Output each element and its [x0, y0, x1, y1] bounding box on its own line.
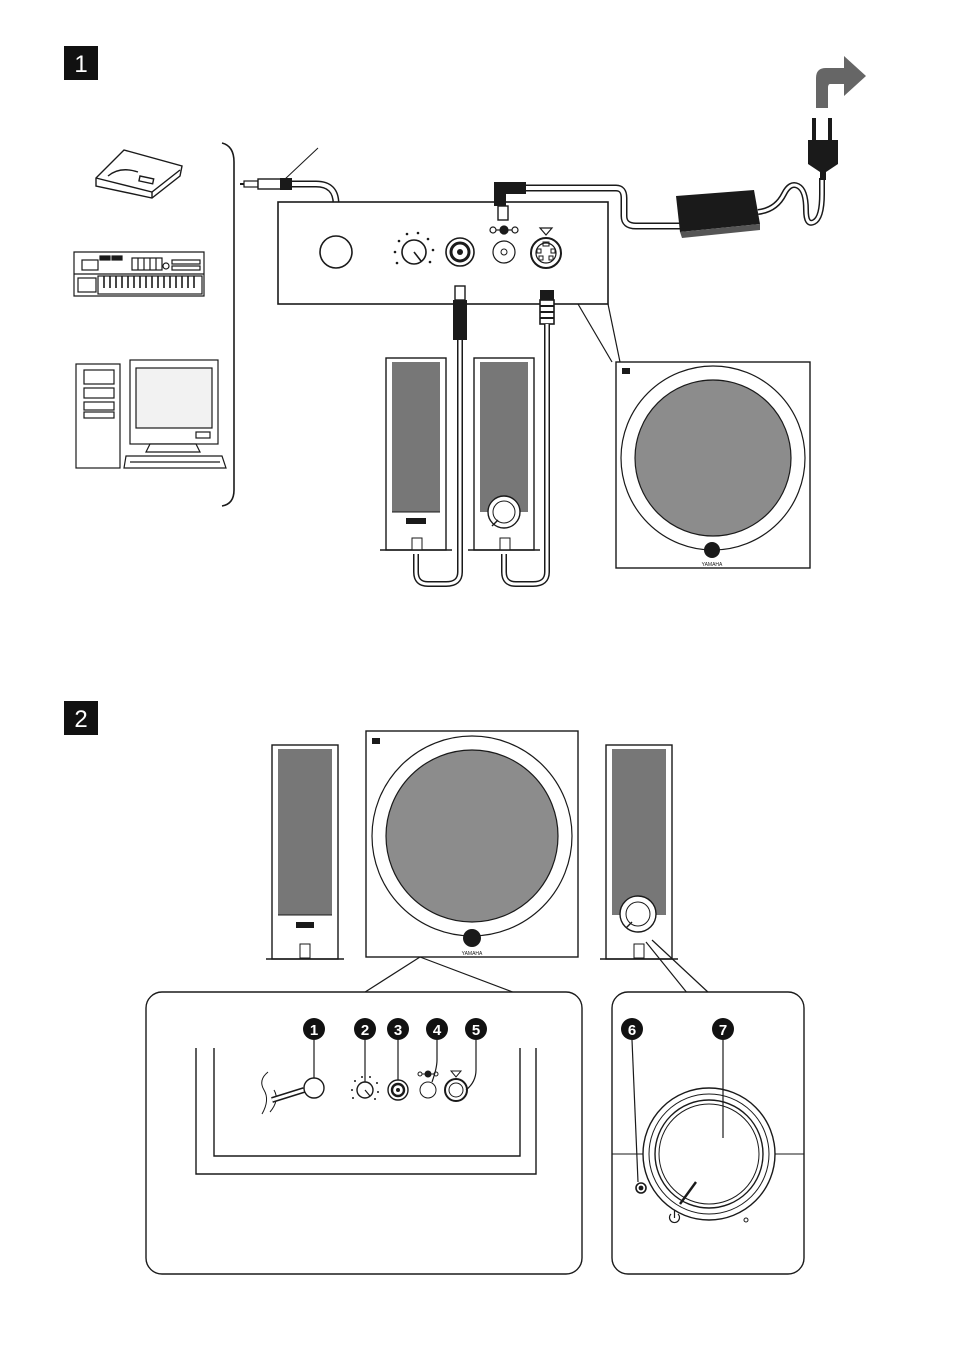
callout-6: 6 — [621, 1018, 643, 1040]
callout-2: 2 — [354, 1018, 376, 1040]
satellite-speaker-left — [266, 745, 344, 959]
svg-text:6: 6 — [628, 1022, 636, 1039]
yamaha-emblem-icon — [463, 929, 481, 947]
svg-text:5: 5 — [472, 1022, 480, 1039]
brand-logo: YAMAHA — [702, 562, 723, 568]
subwoofer-front: YAMAHA — [616, 362, 810, 568]
satellite-output-jack — [388, 1080, 408, 1100]
svg-text:3: 3 — [394, 1022, 402, 1039]
arrow-up-right-icon — [816, 56, 866, 108]
yamaha-emblem-icon — [704, 542, 720, 558]
keyboard-synth-icon — [74, 252, 204, 296]
section-1: 1 — [64, 46, 98, 80]
logo-mark — [622, 368, 630, 374]
brand-logo: YAMAHA — [462, 951, 483, 957]
satellite-speaker-left — [380, 358, 452, 550]
svg-text:2: 2 — [361, 1022, 369, 1039]
md-player-icon — [96, 150, 182, 198]
desktop-computer-icon — [76, 360, 226, 468]
subwoofer-front: YAMAHA — [362, 731, 578, 994]
source-bracket — [222, 143, 234, 506]
callout-3: 3 — [387, 1018, 409, 1040]
satellite-output-jack — [446, 238, 474, 266]
input-cable-grommet — [320, 236, 352, 268]
power-adapter-icon — [676, 178, 822, 238]
section-number: 1 — [74, 51, 87, 78]
volume-knob-detail: 6 7 — [612, 992, 804, 1274]
section-2: 2 — [64, 701, 98, 735]
callout-4: 4 — [426, 1018, 448, 1040]
callout-1: 1 — [303, 1018, 325, 1040]
satellite-speaker-right — [468, 358, 540, 550]
satellite-speaker-right — [600, 745, 710, 994]
logo-mark — [372, 738, 380, 744]
rear-panel-detail: 1 2 3 4 5 — [146, 992, 582, 1274]
section-number: 2 — [74, 706, 87, 733]
callout-5: 5 — [465, 1018, 487, 1040]
svg-text:7: 7 — [719, 1022, 727, 1039]
subwoofer-rear-panel — [278, 202, 620, 362]
ac-plug-icon — [808, 118, 838, 180]
max-mark — [744, 1218, 748, 1222]
svg-text:4: 4 — [433, 1022, 442, 1039]
callout-7: 7 — [712, 1018, 734, 1040]
svg-text:1: 1 — [310, 1022, 318, 1039]
power-indicator-led — [636, 1183, 646, 1193]
